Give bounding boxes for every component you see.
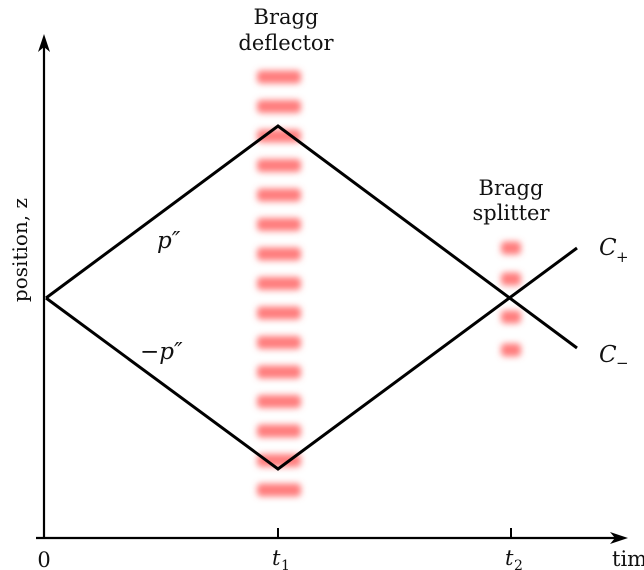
x-axis-arrowhead <box>610 532 628 544</box>
deflector-beam-stripe <box>257 365 301 379</box>
deflector-beam-stripe <box>257 159 301 172</box>
deflector-beam-stripe <box>257 100 301 113</box>
upper-momentum-label: p″ <box>157 228 181 254</box>
splitter-beam-stripe <box>501 343 521 357</box>
deflector-beam-stripe <box>257 218 301 231</box>
deflector-label-line1: Bragg <box>254 5 319 29</box>
bragg-deflector-beam <box>257 70 301 497</box>
lower-path <box>45 246 578 471</box>
c-minus-subscript: − <box>616 354 629 372</box>
splitter-beam-stripe <box>501 272 521 286</box>
c-plus-subscript: + <box>616 248 629 266</box>
tick-label-t2-letter: t <box>505 546 514 570</box>
tick-label-t2: t 2 <box>505 546 523 570</box>
output-c-plus-label: C + <box>599 235 629 266</box>
deflector-beam-stripe <box>257 277 301 290</box>
deflector-beam-stripe <box>257 306 301 320</box>
deflector-label-line2: deflector <box>238 31 334 55</box>
splitter-beam-stripe <box>501 310 521 324</box>
y-axis-label: position, z <box>8 198 32 302</box>
tick-label-t1-subscript: 1 <box>281 558 290 570</box>
deflector-beam-stripe <box>257 483 301 497</box>
c-minus-letter: C <box>599 342 617 368</box>
output-c-minus-label: C − <box>599 342 629 372</box>
lower-momentum-label: −p″ <box>140 339 183 365</box>
deflector-beam-stripe <box>257 336 301 349</box>
splitter-label-line2: splitter <box>473 201 551 225</box>
x-axis-label: time <box>612 547 644 570</box>
splitter-label-line1: Bragg <box>479 176 544 200</box>
deflector-beam-stripe <box>257 424 301 438</box>
tick-label-t1: t 1 <box>272 546 290 570</box>
c-plus-letter: C <box>599 235 617 261</box>
deflector-beam-stripe <box>257 395 301 408</box>
tick-label-t2-subscript: 2 <box>514 558 523 570</box>
deflector-beam-stripe <box>257 454 301 467</box>
tick-label-t1-letter: t <box>272 546 281 570</box>
upper-path <box>45 124 578 350</box>
deflector-beam-stripe <box>257 188 301 202</box>
splitter-beam-stripe <box>501 241 521 255</box>
y-axis-arrowhead <box>38 34 50 52</box>
deflector-beam-stripe <box>257 70 301 84</box>
deflector-beam-stripe <box>257 247 301 261</box>
bragg-splitter-beam <box>501 241 521 357</box>
tick-label-0: 0 <box>37 548 50 570</box>
